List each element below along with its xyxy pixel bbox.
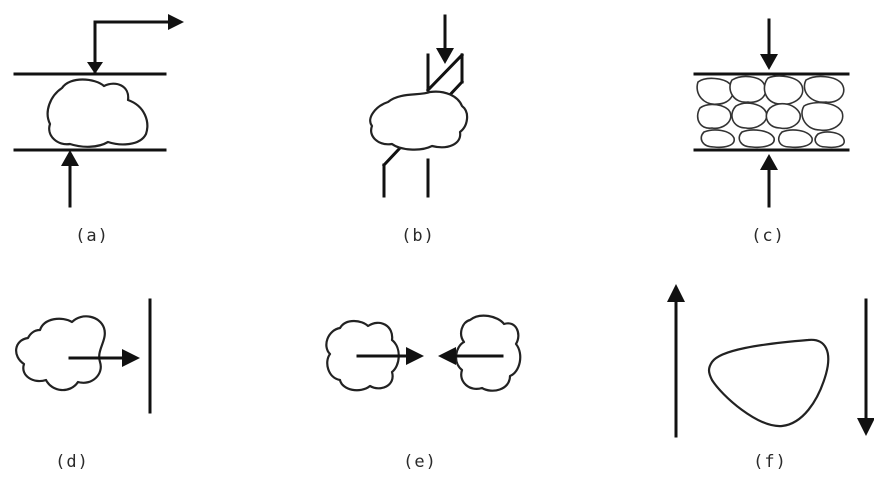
top-arrow-head: [760, 54, 778, 70]
top-arrow-head: [168, 14, 184, 30]
caption-d: (d): [55, 452, 89, 472]
panel-a-compression: [13, 14, 184, 208]
particle-right: [455, 314, 522, 392]
bottom-arrow-head: [760, 154, 778, 170]
shear-plane-upper: [425, 52, 465, 93]
top-arrow-tip: [87, 62, 103, 74]
bottom-arrow-head: [61, 150, 79, 166]
panel-d-wall-impact: [15, 298, 152, 414]
panel-b-shear: [369, 14, 469, 198]
panel-f-attrition: [667, 284, 874, 438]
downward-arrow-head: [857, 418, 874, 436]
shear-arrow-head: [436, 48, 454, 64]
grain-assembly: [696, 75, 845, 149]
caption-f: (f): [753, 452, 787, 472]
upward-arrow-head: [667, 284, 685, 302]
caption-e: (e): [403, 452, 437, 472]
panel-c-granular-compression: [693, 18, 850, 208]
particle: [46, 78, 149, 148]
caption-b: (b): [401, 226, 435, 246]
panel-e-particle-collision: [325, 314, 522, 392]
impact-arrow-head: [122, 349, 140, 367]
particle: [707, 338, 830, 428]
caption-a: (a): [75, 226, 109, 246]
particle: [369, 90, 469, 151]
caption-c: (c): [751, 226, 785, 246]
top-load-arrow: [93, 20, 170, 75]
arrow-left-head: [406, 347, 424, 365]
particle: [15, 315, 106, 392]
arrow-right-head: [438, 347, 456, 365]
